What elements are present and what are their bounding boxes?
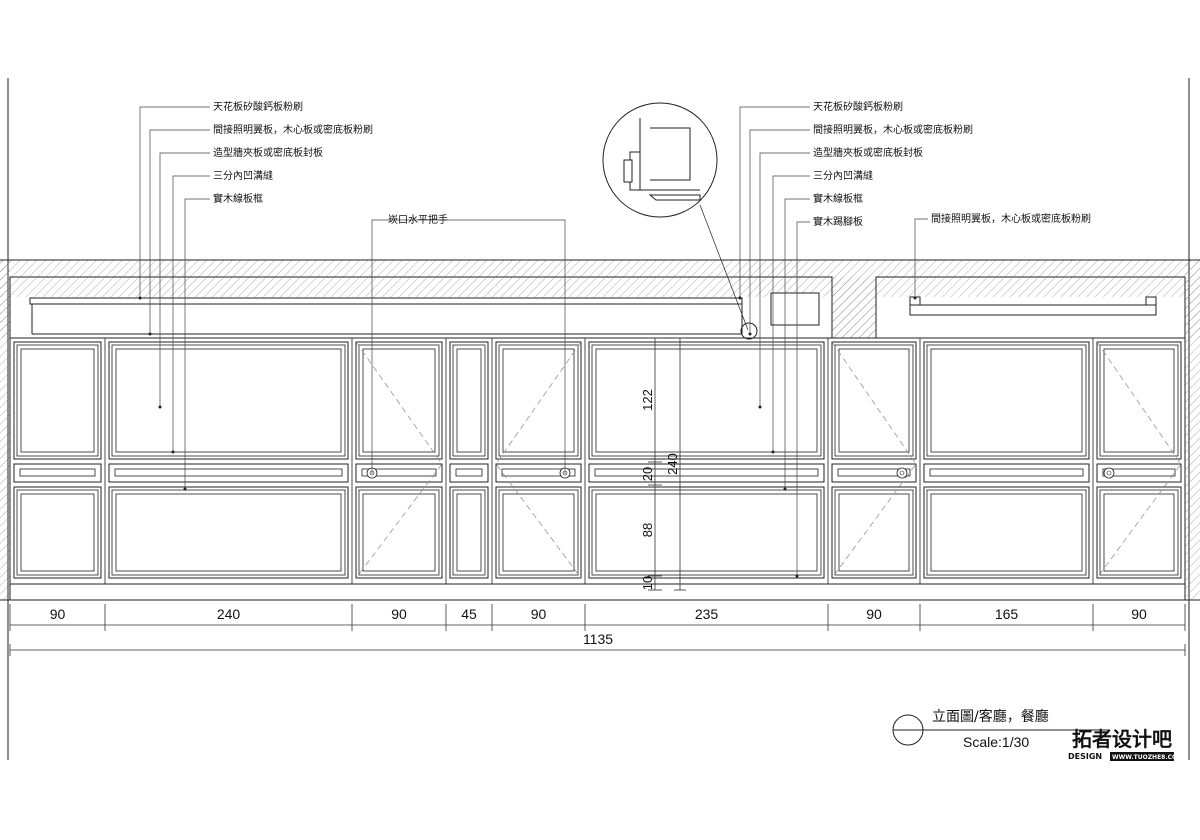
upper-panel-6 bbox=[588, 341, 825, 460]
middle-band-4 bbox=[449, 463, 489, 483]
lower-panel-2 bbox=[108, 486, 349, 579]
middle-band-5 bbox=[495, 463, 582, 483]
lower-panel-8 bbox=[923, 486, 1090, 579]
recessed-handle-9 bbox=[1103, 467, 1115, 479]
drawing-title: 立面圖/客廳，餐廳 bbox=[932, 708, 1049, 725]
door-swing-3 bbox=[355, 341, 443, 579]
door-swing-9 bbox=[1096, 341, 1182, 579]
dim-bay-6: 235 bbox=[695, 606, 719, 622]
callout-indirect-lighting-far-right: 間接照明翼板，木心板或密底板粉刷 bbox=[931, 212, 1091, 225]
upper-panel-9 bbox=[1096, 341, 1182, 460]
callout-recessed-handle: 崁口水平把手 bbox=[388, 213, 448, 226]
dim-bay-4: 45 bbox=[461, 606, 477, 622]
dim-middle-band: 20 bbox=[640, 467, 655, 481]
upper-panel-1 bbox=[13, 341, 102, 460]
callout-feature-wall-right: 造型牆夾板或密底板封板 bbox=[813, 146, 923, 159]
dim-bay-8: 165 bbox=[995, 606, 1019, 622]
dim-bay-1: 90 bbox=[50, 606, 66, 622]
dim-lower-panel: 88 bbox=[640, 523, 655, 537]
middle-band-8 bbox=[923, 463, 1090, 483]
dim-total-height: 240 bbox=[665, 453, 680, 475]
dim-base: 10 bbox=[640, 576, 655, 590]
lower-panel-3 bbox=[355, 486, 443, 579]
callout-leaders bbox=[139, 106, 928, 576]
upper-panel-8 bbox=[923, 341, 1090, 460]
door-swing-7 bbox=[831, 341, 917, 579]
callout-indirect-lighting-right: 間接照明翼板，木心板或密底板粉刷 bbox=[813, 123, 973, 136]
lower-panel-6 bbox=[588, 486, 825, 579]
callout-molding-frame: 實木線板框 bbox=[213, 192, 263, 205]
callout-indirect-lighting: 間接照明翼板，木心板或密底板粉刷 bbox=[213, 123, 373, 136]
callout-groove: 三分內凹溝縫 bbox=[213, 169, 273, 182]
middle-band-6 bbox=[588, 463, 825, 483]
upper-panel-7 bbox=[831, 341, 917, 460]
horizontal-dimension-chain: 90 240 90 45 90 235 90 165 90 bbox=[9, 604, 1186, 631]
dim-bay-2: 240 bbox=[217, 606, 241, 622]
recessed-handle-7 bbox=[896, 467, 908, 479]
site-logo: 拓者设计吧 DESIGN WWW.TUOZHE8.COM bbox=[1068, 727, 1183, 761]
lower-panel-4 bbox=[449, 486, 489, 579]
middle-band-1 bbox=[13, 463, 102, 483]
upper-panel-3 bbox=[355, 341, 443, 460]
middle-band-7 bbox=[831, 463, 917, 483]
svg-text:DESIGN: DESIGN bbox=[1068, 752, 1102, 761]
drawing-scale: Scale:1/30 bbox=[963, 734, 1029, 750]
upper-panel-2 bbox=[108, 341, 349, 460]
svg-text:拓者设计吧: 拓者设计吧 bbox=[1072, 727, 1172, 751]
callout-feature-wall: 造型牆夾板或密底板封板 bbox=[213, 146, 323, 159]
upper-panel-4 bbox=[449, 341, 489, 460]
callout-groove-right: 三分內凹溝縫 bbox=[813, 169, 873, 182]
middle-band-9 bbox=[1096, 463, 1182, 483]
lower-panel-1 bbox=[13, 486, 102, 579]
detail-callout-circle bbox=[602, 102, 758, 340]
total-dimension-line bbox=[9, 644, 1186, 656]
dim-total-width: 1135 bbox=[583, 631, 613, 647]
lower-panel-5 bbox=[495, 486, 582, 579]
dim-bay-9: 90 bbox=[1131, 606, 1147, 622]
svg-text:WWW.TUOZHE8.COM: WWW.TUOZHE8.COM bbox=[1112, 754, 1183, 761]
callout-skirting-board: 實木踢腳板 bbox=[813, 215, 863, 228]
lower-panel-7 bbox=[831, 486, 917, 579]
callout-ceiling-board: 天花板矽酸鈣板粉刷 bbox=[213, 100, 303, 113]
upper-panel-5 bbox=[495, 341, 582, 460]
dim-bay-3: 90 bbox=[391, 606, 407, 622]
dim-bay-7: 90 bbox=[866, 606, 882, 622]
wall-panel-elevation bbox=[9, 337, 1186, 601]
lower-panel-9 bbox=[1096, 486, 1182, 579]
vertical-dimension-chain bbox=[648, 337, 686, 591]
dim-upper-panel: 122 bbox=[640, 389, 655, 411]
callout-dots bbox=[138, 296, 917, 578]
indirect-lighting-wing-right bbox=[909, 296, 1157, 316]
middle-band-3 bbox=[355, 463, 443, 483]
middle-band-2 bbox=[108, 463, 349, 483]
callout-ceiling-board-right: 天花板矽酸鈣板粉刷 bbox=[813, 100, 903, 113]
title-block bbox=[892, 714, 1110, 746]
callout-molding-frame-right: 實木線板框 bbox=[813, 192, 863, 205]
door-swing-5 bbox=[495, 341, 582, 579]
dim-bay-5: 90 bbox=[531, 606, 547, 622]
indirect-lighting-wing-left bbox=[29, 292, 820, 335]
